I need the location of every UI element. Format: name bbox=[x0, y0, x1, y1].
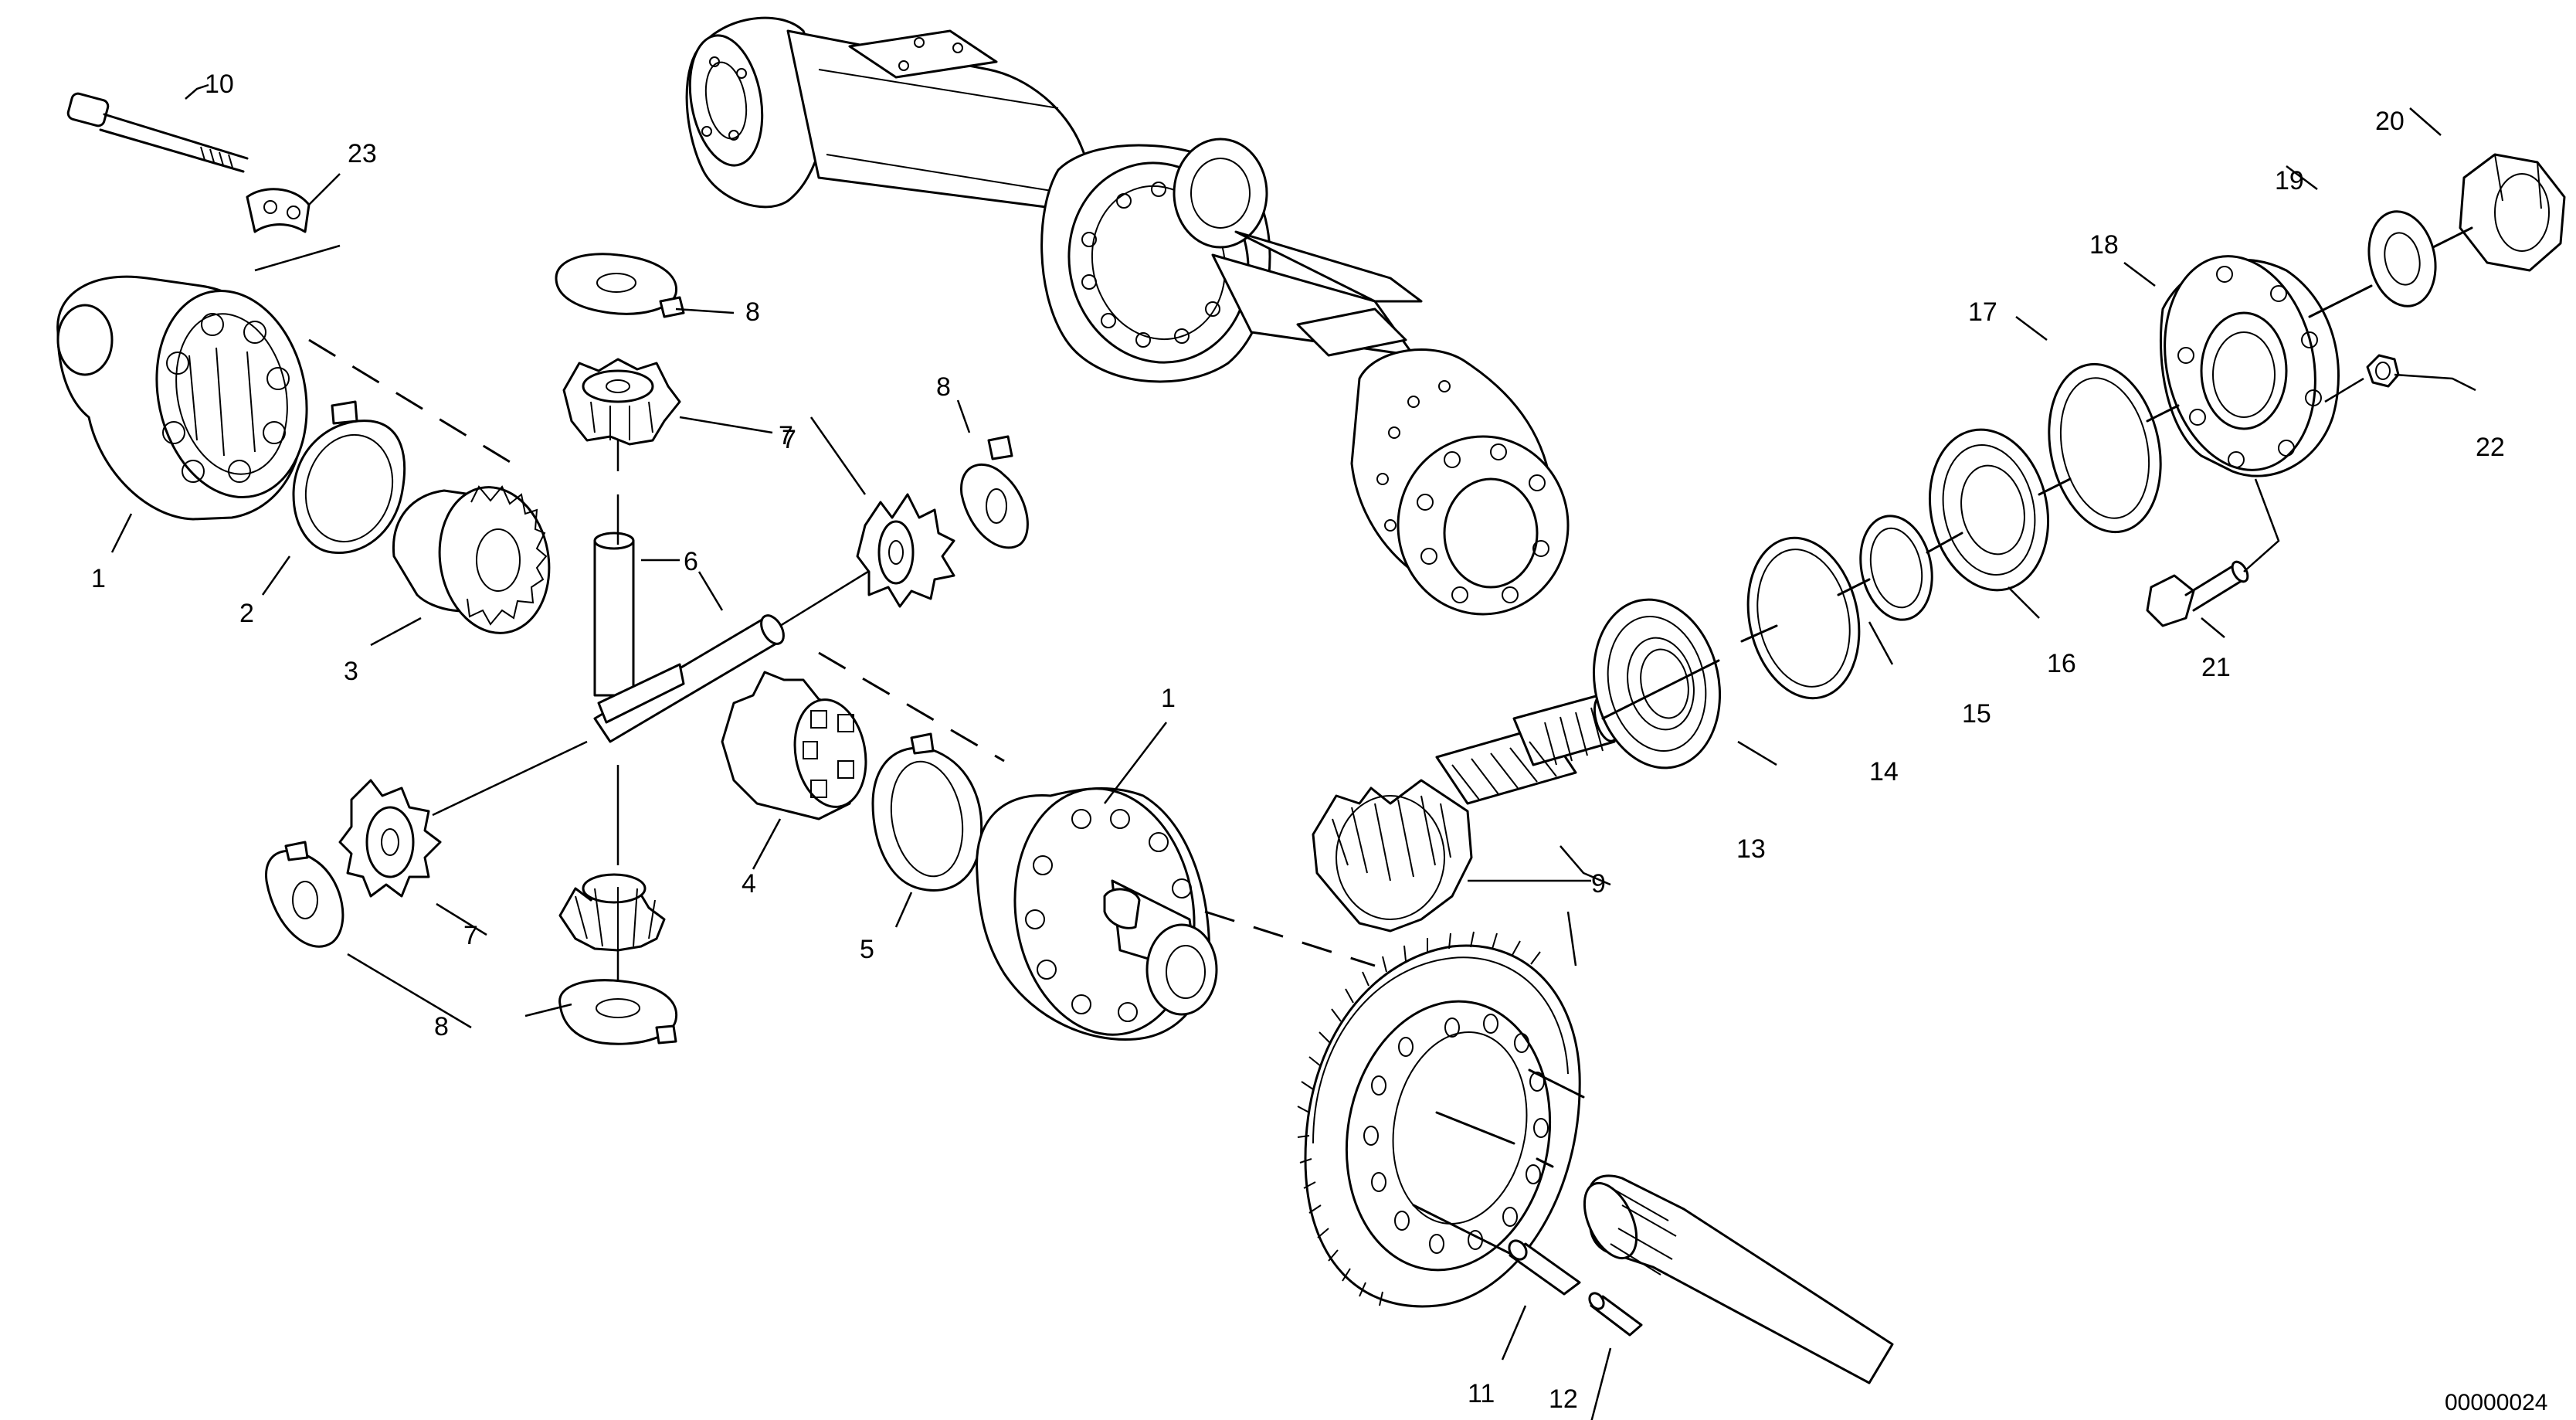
callout-7: 7 bbox=[782, 425, 796, 454]
callout-12: 12 bbox=[1549, 1384, 1578, 1414]
pinion-cross-shaft-part-6 bbox=[593, 532, 785, 743]
roll-pin-part-12 bbox=[1588, 1292, 1643, 1337]
assembly-axis-upper-left bbox=[308, 338, 526, 473]
thrust-washer-part-5 bbox=[871, 732, 983, 892]
callout-3: 3 bbox=[344, 657, 358, 686]
leader-line-cross-axis bbox=[432, 562, 881, 817]
bolt-part-10 bbox=[66, 92, 249, 173]
seal-part-17 bbox=[2048, 362, 2162, 534]
callout-2: 2 bbox=[239, 599, 254, 628]
thrust-washer-part-2 bbox=[292, 400, 406, 555]
callout-21: 21 bbox=[2201, 653, 2231, 682]
ring-gear bbox=[1297, 931, 1581, 1308]
callout-16: 16 bbox=[2047, 649, 2076, 678]
callout-11: 11 bbox=[1468, 1379, 1495, 1408]
left-differential-pinion-part-7 bbox=[338, 779, 442, 898]
bearing-part-16 bbox=[1928, 428, 2050, 592]
callout-9: 9 bbox=[1591, 869, 1606, 899]
ring-gear-axes bbox=[1412, 1068, 1585, 1269]
right-differential-pinion-part-7 bbox=[856, 493, 955, 608]
callout-8: 8 bbox=[745, 297, 760, 327]
bearing-part-13 bbox=[1592, 598, 1722, 769]
side-gear-part-4 bbox=[721, 671, 867, 820]
callout-18: 18 bbox=[2089, 230, 2119, 260]
callout-15: 15 bbox=[1962, 699, 1991, 729]
callout-4: 4 bbox=[742, 869, 756, 899]
assembly-axis-center bbox=[818, 651, 1005, 763]
left-thrust-washer-part-8 bbox=[265, 841, 344, 948]
callout-22: 22 bbox=[2476, 433, 2505, 462]
leader-line-23 bbox=[254, 244, 341, 272]
callout-19: 19 bbox=[2275, 166, 2304, 195]
callout-5: 5 bbox=[860, 935, 874, 964]
callout-6: 6 bbox=[684, 547, 698, 576]
right-thrust-washer-part-8 bbox=[960, 435, 1029, 549]
callout-8: 8 bbox=[434, 1012, 449, 1041]
retainer-part-23 bbox=[246, 188, 311, 233]
callout-7: 7 bbox=[463, 921, 478, 950]
callout-labels: 10 23 1 2 3 8 7 8 7 6 4 5 1 7 8 9 13 14 … bbox=[91, 70, 2505, 1414]
callout-14: 14 bbox=[1869, 757, 1899, 786]
side-gear-part-3 bbox=[392, 485, 551, 634]
nut-part-20 bbox=[2459, 153, 2566, 272]
callout-23: 23 bbox=[348, 139, 377, 168]
callout-leader-lines bbox=[110, 83, 2476, 1420]
lower-differential-pinion-part-7 bbox=[558, 873, 666, 952]
roll-pin-part-11 bbox=[1508, 1239, 1581, 1296]
callout-1: 1 bbox=[91, 564, 106, 593]
assembly-axis-ring-gear bbox=[1204, 910, 1376, 967]
bolt-part-21 bbox=[2146, 560, 2249, 627]
callout-13: 13 bbox=[1736, 834, 1766, 864]
upper-thrust-washer-part-8 bbox=[555, 253, 685, 318]
callout-17: 17 bbox=[1968, 297, 1997, 327]
differential-housing-half-center bbox=[976, 787, 1218, 1041]
callout-10: 10 bbox=[205, 70, 234, 99]
callout-20: 20 bbox=[2375, 107, 2405, 136]
upper-differential-pinion-part-7 bbox=[562, 358, 681, 446]
axle-shaft bbox=[1583, 1174, 1894, 1384]
callout-7: 7 bbox=[779, 421, 793, 450]
spacer-part-15 bbox=[1859, 515, 1933, 621]
companion-flange-part-18 bbox=[2160, 255, 2340, 477]
callout-8: 8 bbox=[936, 372, 951, 402]
axle-housing-overview bbox=[685, 16, 1570, 616]
callout-1: 1 bbox=[1161, 684, 1176, 713]
lower-thrust-washer-part-8 bbox=[558, 979, 678, 1045]
document-number: 00000024 bbox=[2445, 1390, 2547, 1415]
leader-line-bolt-flange bbox=[2243, 478, 2280, 572]
shim-part-14 bbox=[1746, 536, 1861, 700]
leader-line-nut-flange bbox=[2324, 377, 2364, 403]
drive-pinion-part-9 bbox=[1312, 694, 1621, 933]
nut-part-22 bbox=[2366, 354, 2400, 388]
washer-part-19 bbox=[2367, 210, 2437, 307]
differential-housing-half-left bbox=[56, 275, 308, 521]
drive-shaft-axis bbox=[1601, 226, 2473, 720]
